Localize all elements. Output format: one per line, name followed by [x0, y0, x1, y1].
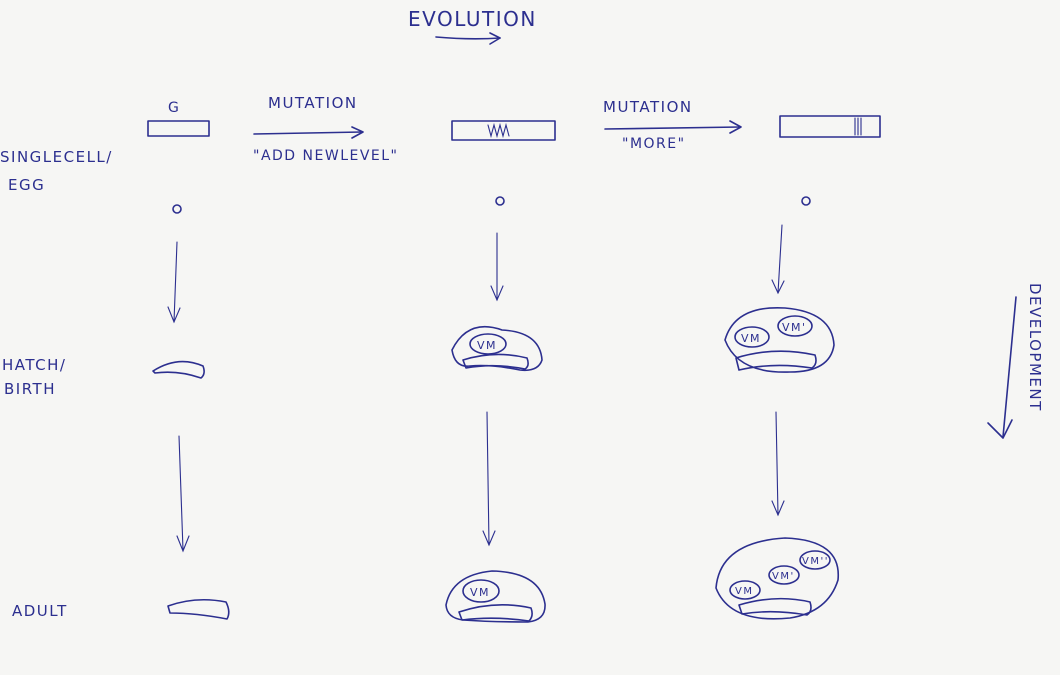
dev-arrow-3a — [771, 224, 785, 295]
organism-1-adult — [167, 598, 230, 620]
vm-double-prime-label-3-adult: VM'' — [802, 556, 829, 567]
mutation-label-1: MUTATION — [268, 94, 358, 112]
mutation-note-2: "MORE" — [622, 136, 686, 152]
organism-2-adult: VM — [445, 570, 546, 623]
base-layer-2-hatch — [462, 353, 529, 370]
body-outline-3-hatch — [724, 307, 835, 373]
genome-strip-2-mark — [487, 122, 510, 139]
genome-strip-2 — [451, 120, 556, 141]
egg-1 — [172, 204, 182, 214]
mutation-arrow-1 — [253, 126, 364, 139]
vm-label-3-hatch: VM — [741, 332, 761, 345]
genome-strip-3 — [779, 115, 881, 138]
base-layer-3-hatch — [735, 350, 817, 371]
dev-arrow-2a — [490, 232, 504, 302]
dev-arrow-1b — [176, 435, 190, 553]
vm-label-2-hatch: VM — [477, 339, 497, 352]
base-layer-1-hatch — [152, 360, 205, 379]
vm-module-3-adult — [729, 580, 761, 600]
organism-3-adult: VM VM' VM'' — [715, 537, 839, 620]
body-outline-2-hatch — [451, 326, 543, 372]
vm-label-2-adult: VM — [470, 586, 490, 599]
vm-prime-module-3-hatch — [777, 315, 813, 337]
organism-1-hatch — [152, 360, 205, 379]
row-label-egg-line1: SINGLECELL/ — [0, 148, 113, 166]
vm-label-3-adult: VM — [735, 586, 753, 597]
vm-prime-label-3-adult: VM' — [772, 571, 795, 582]
vm-module-2-adult — [462, 579, 500, 603]
vm-module-2-hatch — [469, 333, 507, 355]
development-label: DEVELOPMENT — [1026, 283, 1044, 412]
row-label-hatch-line2: BIRTH — [4, 380, 56, 398]
row-label-adult: ADULT — [12, 602, 68, 620]
mutation-arrow-2 — [604, 120, 742, 134]
mutation-label-2: MUTATION — [603, 98, 693, 116]
mutation-note-1: "ADD NEWLEVEL" — [253, 148, 399, 164]
genome-label: G — [168, 100, 180, 116]
genome-strip-1 — [147, 120, 210, 137]
base-layer-2-adult — [458, 604, 533, 622]
vm-prime-module-3-adult — [768, 565, 800, 585]
organism-2-hatch: VM — [451, 326, 543, 372]
evolution-title: EVOLUTION — [408, 7, 537, 31]
dev-arrow-1a — [167, 241, 181, 324]
base-layer-3-adult — [738, 597, 812, 616]
dev-arrow-3b — [771, 411, 785, 517]
row-label-egg-line2: EGG — [8, 176, 45, 194]
egg-2 — [495, 196, 505, 206]
evolution-arrow — [435, 32, 501, 45]
development-arrow — [987, 296, 1017, 439]
vm-module-3-hatch — [734, 326, 770, 348]
dev-arrow-2b — [482, 411, 496, 547]
genome-strip-3-mark — [854, 117, 862, 136]
row-label-hatch-line1: HATCH/ — [2, 356, 66, 374]
organism-3-hatch: VM VM' — [724, 307, 835, 373]
vm-double-prime-module-3-adult — [799, 550, 831, 570]
body-outline-3-adult — [715, 537, 839, 620]
base-layer-1-adult — [167, 598, 230, 620]
egg-3 — [801, 196, 811, 206]
vm-prime-label-3-hatch: VM' — [782, 321, 807, 334]
